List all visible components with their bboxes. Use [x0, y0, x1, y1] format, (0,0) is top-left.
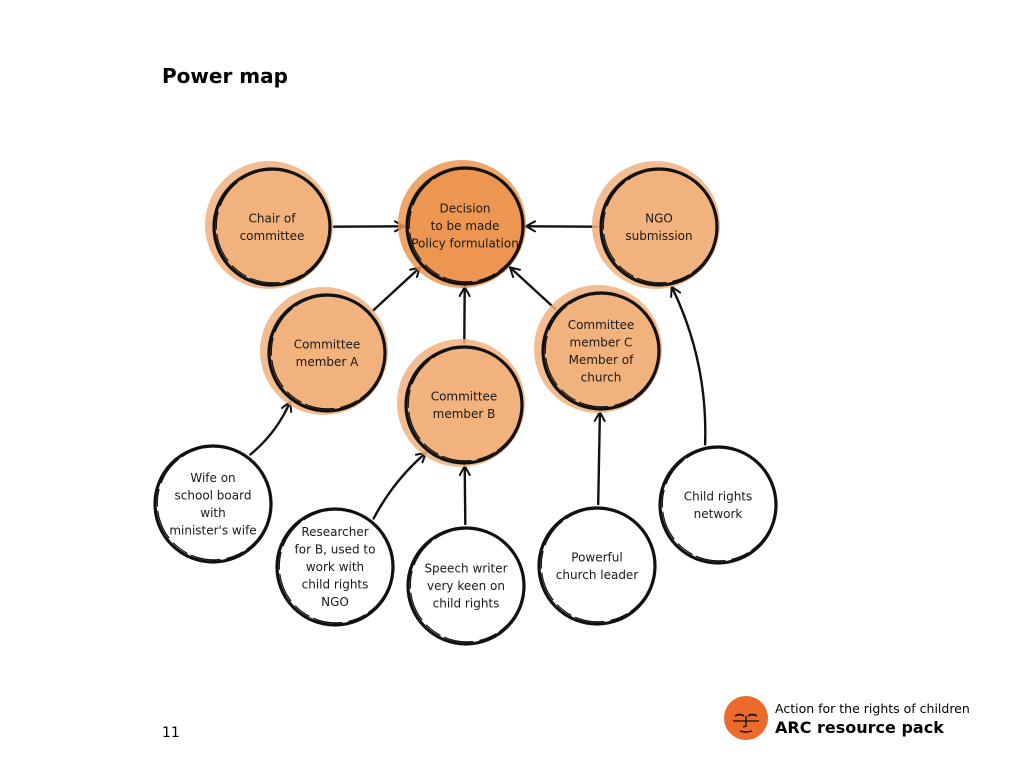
node-sketch-ring [156, 446, 271, 561]
node-label-line: work with [306, 560, 364, 574]
node-label-line: for B, used to [295, 543, 376, 557]
node-sketch-ring [540, 508, 655, 623]
node-label-line: NGO [321, 595, 349, 609]
node-sketch-ring [661, 447, 776, 562]
logo-tagline: Action for the rights of children [775, 701, 970, 716]
arc-logo-face-icon [724, 696, 768, 740]
node-circle [212, 167, 332, 287]
arrow-speech-writer-to-member-b [458, 464, 471, 526]
node-member-c: Committee member C Member of church [534, 285, 662, 413]
node-church-leader: Powerful church leader [537, 506, 657, 626]
node-member-a: Committee member A [260, 287, 388, 415]
node-label-line: Chair of [249, 211, 297, 225]
node-sketch-ring [270, 295, 385, 410]
node-label-line: Powerful [571, 550, 622, 564]
node-circle [275, 507, 395, 627]
node-label-line: member B [433, 407, 496, 421]
edges-layer [249, 220, 707, 526]
node-child-rights-network: Child rights network [658, 445, 778, 565]
node-circle [153, 444, 273, 564]
node-label-line: committee [240, 229, 305, 243]
node-circle [599, 167, 719, 287]
node-label-line: child rights [433, 597, 500, 611]
node-member-b: Committee member B [397, 339, 525, 467]
arc-logo: Action for the rights of children ARC re… [724, 696, 1004, 746]
arrow-member-c-to-decision [508, 266, 557, 311]
node-sketch-ring [409, 528, 524, 643]
node-circle [658, 445, 778, 565]
node-speech-writer: Speech writer very keen on child rights [406, 526, 526, 646]
node-sketch-ring [544, 293, 659, 408]
node-label-line: church leader [556, 568, 639, 582]
logo-name: ARC resource pack [775, 718, 944, 737]
arrow-child-rights-network-to-ngo-submission [670, 285, 707, 446]
node-sketch-ring [602, 169, 717, 284]
node-label-line: Decision [439, 202, 490, 216]
node-label-line: minister's wife [169, 523, 256, 537]
node-label-line: Child rights [684, 489, 753, 503]
node-label-line: Researcher [301, 525, 368, 539]
node-ngo-submission: NGO submission [592, 161, 720, 289]
node-label-line: very keen on [427, 579, 505, 593]
node-label-line: Committee [431, 389, 498, 403]
node-circle [541, 291, 661, 411]
node-label-line: submission [625, 229, 692, 243]
node-label-line: Member of [569, 353, 635, 367]
node-circle [405, 166, 525, 286]
node-researcher: Researcher for B, used to work with child r… [275, 507, 395, 627]
node-label-line: child rights [302, 578, 369, 592]
node-sketch-ring [408, 168, 523, 283]
node-label-line: network [694, 507, 743, 521]
arrow-church-leader-to-member-c [593, 410, 606, 506]
node-circle [537, 506, 657, 626]
node-circle [406, 526, 526, 646]
node-label-line: member A [296, 355, 360, 369]
node-label-line: to be made [431, 219, 500, 233]
node-wife: Wife on school board with minister's wife [153, 444, 273, 564]
node-label-line: church [581, 370, 622, 384]
arrow-wife-to-member-a [249, 400, 293, 456]
node-sketch-ring [278, 509, 393, 624]
node-label-line: with [200, 506, 225, 520]
node-circle [267, 293, 387, 413]
arrow-member-a-to-decision [371, 266, 422, 313]
node-label-line: Speech writer [424, 562, 507, 576]
node-label-line: member C [570, 335, 633, 349]
node-label-line: Committee [294, 337, 361, 351]
node-circle [404, 345, 524, 465]
arrow-researcher-to-member-b [372, 451, 428, 520]
node-label-line: Policy formulation [411, 237, 519, 251]
node-label-line: school board [175, 488, 252, 502]
node-label-line: NGO [645, 211, 673, 225]
node-label-line: Wife on [190, 471, 235, 485]
node-sketch-ring [407, 347, 522, 462]
node-label-line: Committee [568, 318, 635, 332]
page-title: Power map [162, 64, 288, 88]
node-sketch-ring [215, 169, 330, 284]
node-chair: Chair of committee [205, 161, 333, 289]
page-number: 11 [162, 725, 180, 741]
